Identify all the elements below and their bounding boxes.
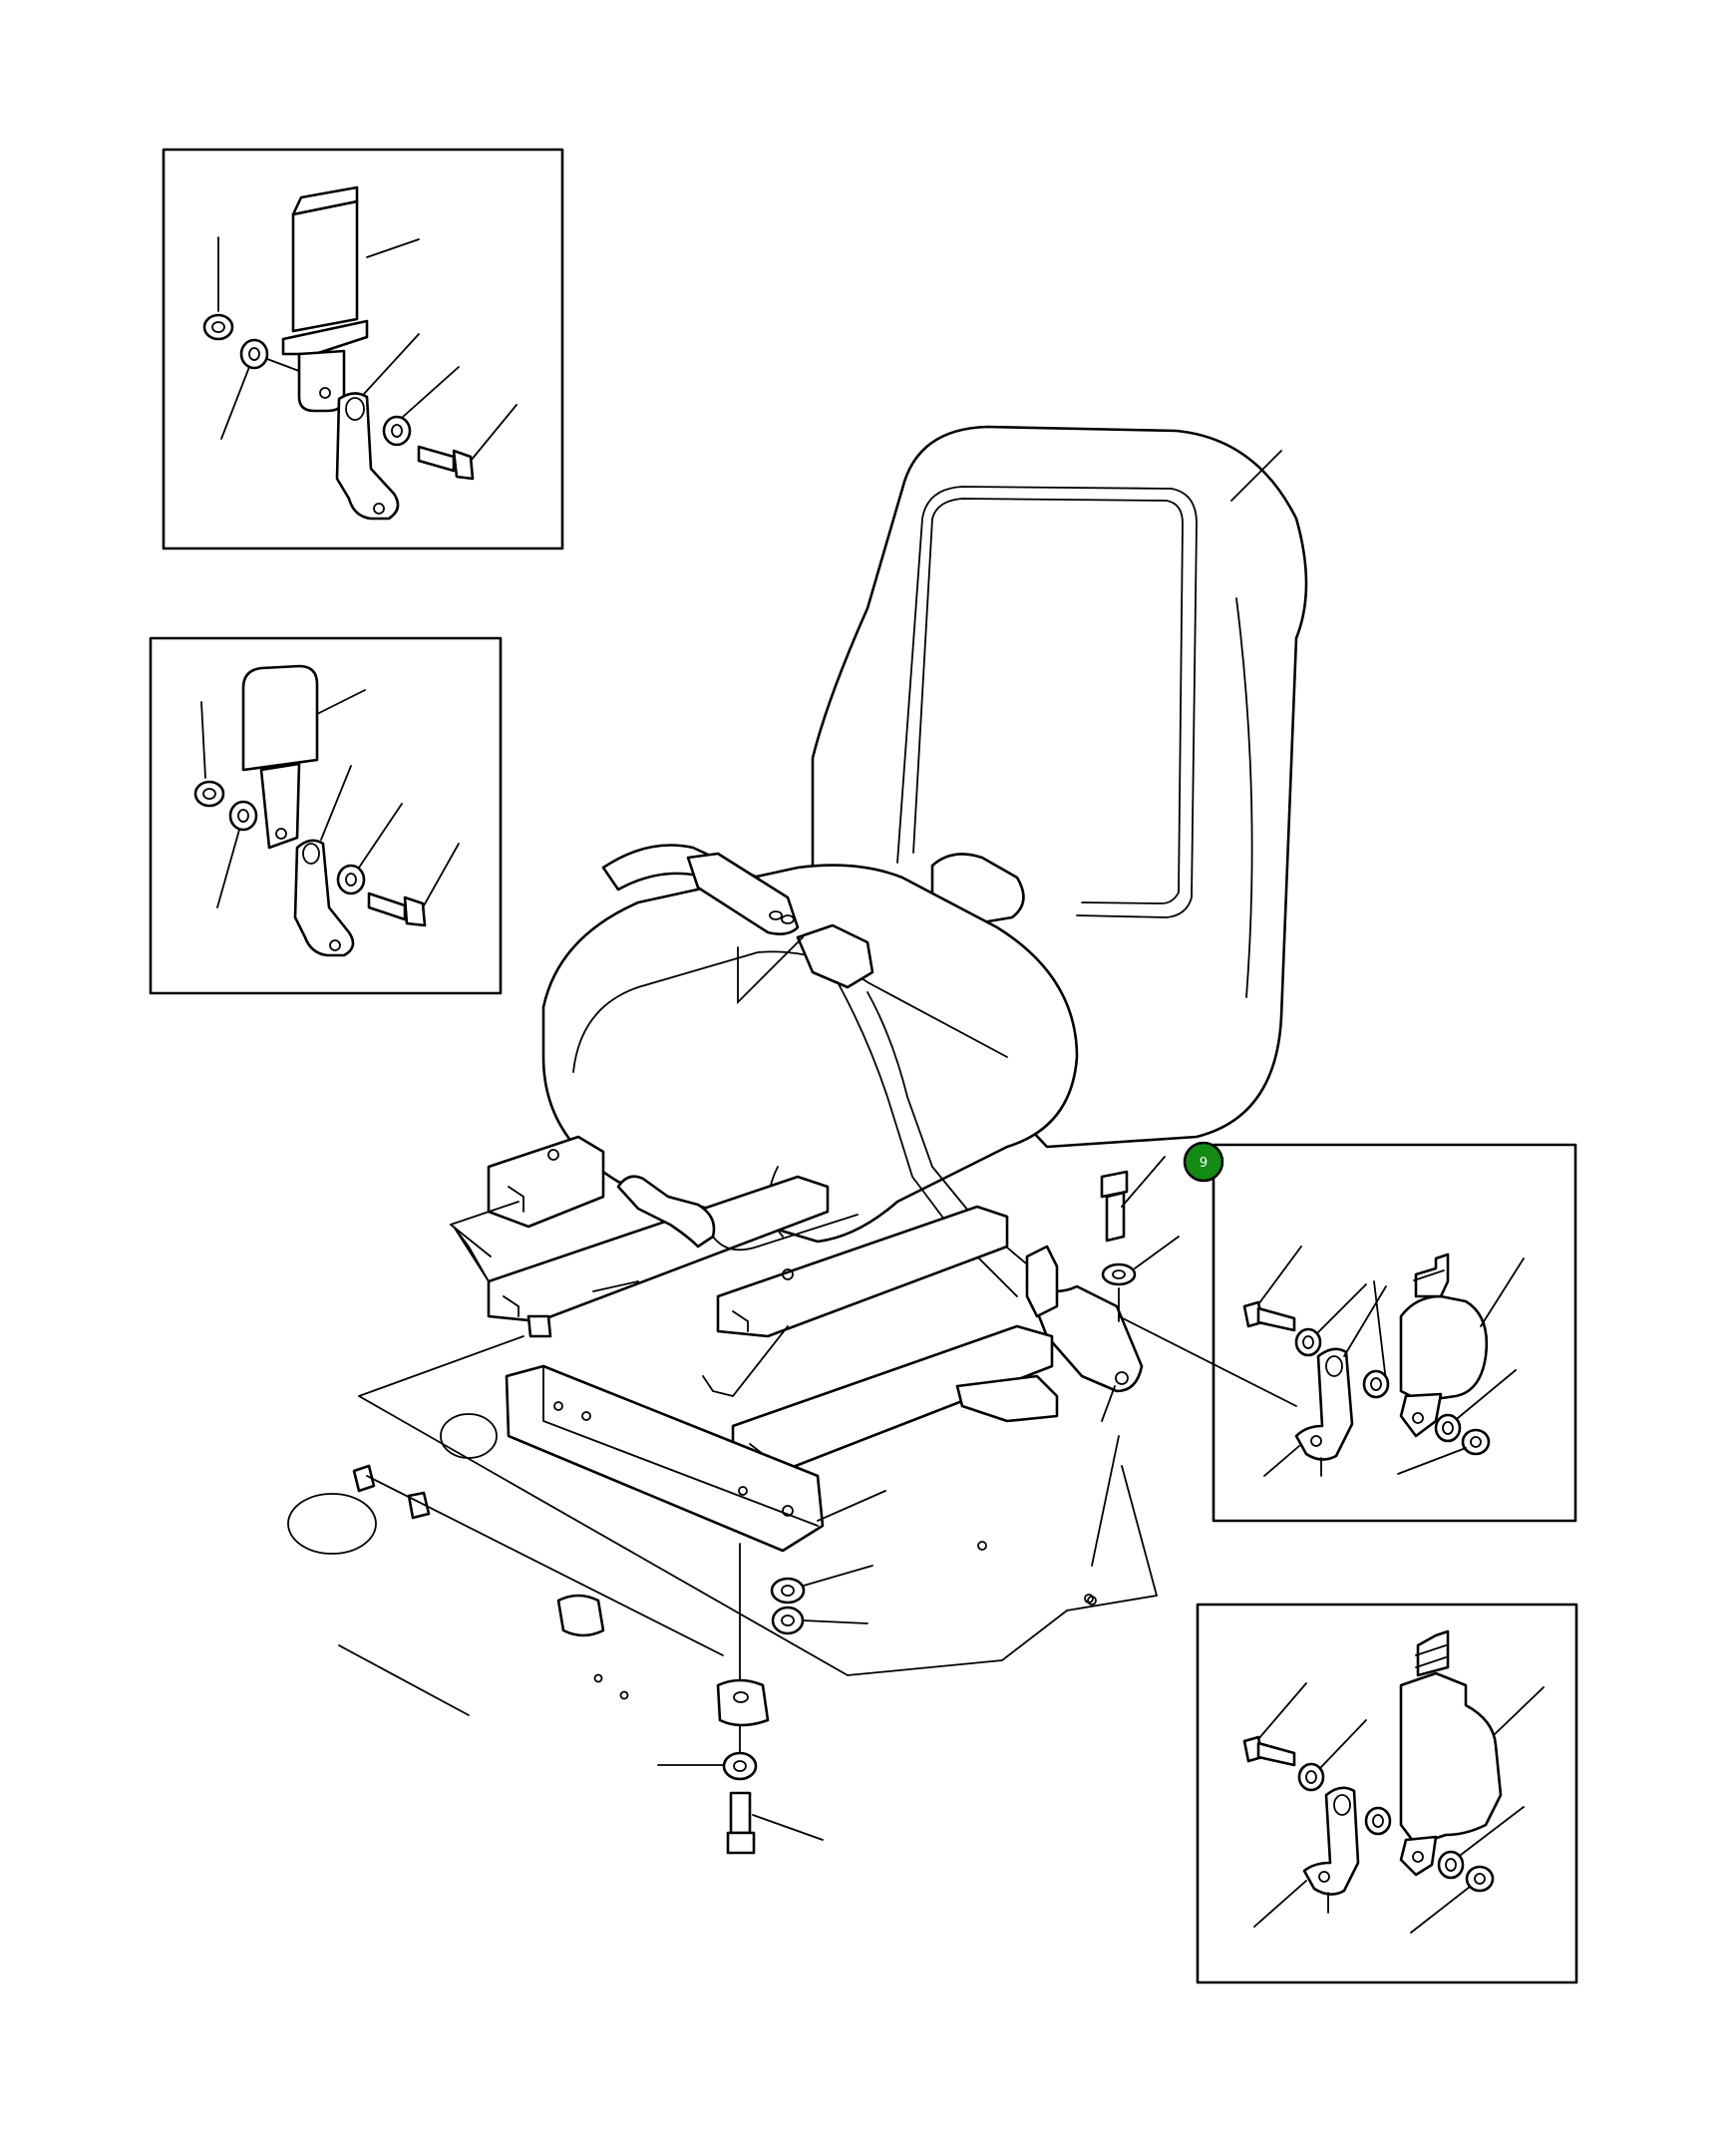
seat-rail-left-rear (487, 1175, 830, 1338)
washer-part (220, 338, 300, 440)
bracket-part (335, 333, 420, 521)
seat-lever-handle (616, 1175, 859, 1252)
rail-leader-lines (453, 1226, 490, 1282)
bracket-part (1253, 1786, 1360, 1928)
washer-part (1297, 1719, 1367, 1792)
nut-part (193, 701, 225, 808)
washer-part (216, 800, 258, 908)
washer-part (1437, 1806, 1525, 1880)
bracket-part (293, 765, 355, 957)
mounting-plate (358, 1280, 1159, 1700)
inset-box-retractor-large (1196, 1603, 1578, 1984)
lap-belt-strap (601, 844, 1144, 1393)
inset-box-retractor-small (1212, 1143, 1577, 1523)
washer-part (1364, 1806, 1392, 1836)
buckle-part (241, 664, 366, 850)
callout-badge-9[interactable]: 9 (1183, 1141, 1224, 1183)
bolt-part (417, 404, 518, 481)
nut-part (202, 236, 234, 341)
washer-part (1294, 1283, 1367, 1357)
washer-part (336, 803, 403, 895)
spacer-bar (505, 1364, 886, 1553)
fastener-stack-right (1087, 1156, 1297, 1606)
bolt-part (1242, 1682, 1307, 1767)
fastener-stack-rail (770, 1565, 873, 1635)
seat-rail-right-front (716, 1205, 1009, 1338)
seat-rail-left-front (487, 1135, 605, 1229)
seat-rail-right-outer (955, 1245, 1059, 1423)
belt-anchor-leader (1101, 1385, 1116, 1422)
nut-part (1410, 1865, 1495, 1934)
washer-part (382, 366, 460, 447)
nut-part (1397, 1428, 1491, 1475)
bolt-part (1242, 1246, 1302, 1332)
bracket-part (1263, 1280, 1387, 1477)
callout-label: 9 (1200, 1156, 1208, 1171)
retractor-part (1399, 1252, 1525, 1438)
fastener-stack-center (657, 1543, 824, 1855)
rubber-mount-group (287, 1464, 724, 1716)
bolt-part (367, 843, 460, 927)
washer-part (1434, 1369, 1517, 1443)
inset-box-seatbelt-buckle (149, 636, 503, 995)
latch-plate-part (281, 185, 420, 413)
inset-box-seatbelt-latch-plate (162, 148, 564, 550)
washer-part (1362, 1369, 1390, 1399)
retractor-part (1399, 1629, 1545, 1877)
